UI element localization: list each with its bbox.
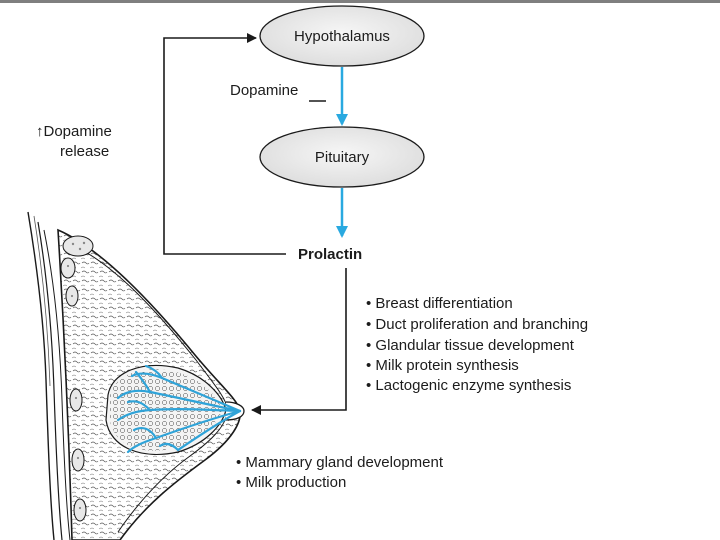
prolactin-to-breast-arrow bbox=[251, 268, 347, 415]
feedback-loop-arrow bbox=[163, 33, 286, 255]
top-border-line bbox=[0, 0, 720, 3]
prolactin-label: Prolactin bbox=[298, 246, 362, 263]
breast-illustration bbox=[27, 211, 245, 540]
effects-list: • Breast differentiation • Duct prolifer… bbox=[366, 295, 588, 394]
feedback-label-line2: release bbox=[60, 143, 109, 160]
feedback-label-line1: ↑Dopamine bbox=[36, 123, 112, 140]
mammary-ducts bbox=[116, 364, 242, 454]
effect-item: • Lactogenic enzyme synthesis bbox=[366, 377, 571, 394]
effect-item: • Glandular tissue development bbox=[366, 337, 575, 354]
hypothalamus-node: Hypothalamus bbox=[259, 5, 425, 67]
pituitary-node: Pituitary bbox=[259, 126, 425, 188]
effect-item: • Duct proliferation and branching bbox=[366, 316, 588, 333]
hypothalamus-label: Hypothalamus bbox=[294, 28, 390, 45]
outcome-item: • Mammary gland development bbox=[236, 454, 444, 471]
outcomes-list: • Mammary gland development • Milk produ… bbox=[236, 454, 444, 491]
pituitary-label: Pituitary bbox=[315, 149, 370, 166]
effect-item: • Breast differentiation bbox=[366, 295, 513, 312]
outcome-item: • Milk production bbox=[236, 474, 346, 491]
dopamine-label: Dopamine bbox=[230, 82, 298, 99]
lymph-nodes bbox=[60, 235, 94, 522]
effect-item: • Milk protein synthesis bbox=[366, 357, 519, 374]
lymph-node-texture bbox=[66, 241, 86, 510]
